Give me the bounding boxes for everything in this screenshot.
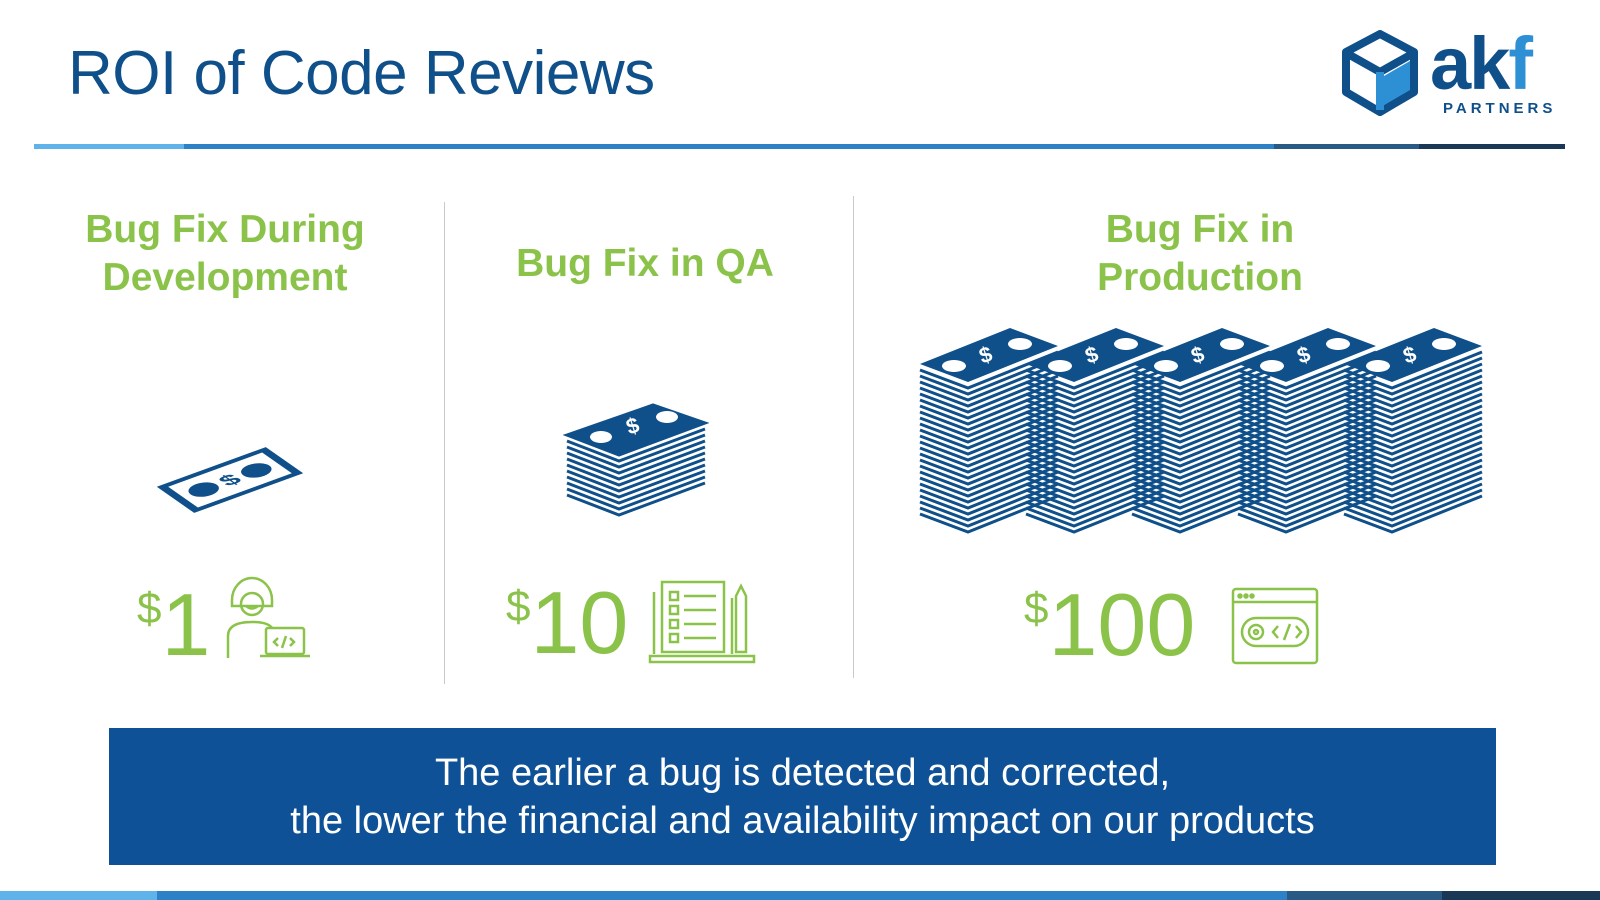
heading-line: Production	[1097, 256, 1303, 299]
bill-stack-icon: $	[563, 403, 709, 517]
title-underline	[34, 144, 1565, 149]
column-heading-qa: Bug Fix in QA	[480, 240, 810, 288]
developer-with-laptop-icon	[226, 576, 310, 658]
price-amount: 100	[1048, 575, 1196, 674]
conclusion-banner: The earlier a bug is detected and correc…	[109, 728, 1496, 865]
price-production: $100	[1024, 580, 1195, 670]
price-development: $1	[137, 580, 210, 670]
price-amount: 10	[530, 573, 629, 672]
price-qa: $10	[506, 578, 628, 668]
akf-logo: akf PARTNERS	[1340, 22, 1570, 120]
single-bill-icon: $	[156, 447, 304, 513]
footer-bar	[0, 891, 1600, 900]
currency-symbol: $	[1024, 584, 1049, 633]
heading-line: Bug Fix During	[85, 208, 365, 251]
test-checklist-icon	[648, 580, 756, 664]
logo-word-main: ak	[1430, 22, 1510, 105]
heading-line: Development	[102, 256, 348, 299]
heading-line: Bug Fix in	[1105, 208, 1295, 251]
cube-logo-icon	[1342, 30, 1418, 116]
currency-symbol: $	[137, 584, 162, 633]
column-heading-development: Bug Fix During Development	[65, 206, 385, 302]
slide-title: ROI of Code Reviews	[68, 39, 655, 108]
currency-symbol: $	[506, 582, 531, 631]
banner-line-1: The earlier a bug is detected and correc…	[434, 751, 1171, 794]
column-divider-1	[444, 202, 445, 684]
column-heading-production: Bug Fix in Production	[1040, 206, 1360, 302]
price-amount: 1	[161, 575, 211, 674]
banner-line-2: the lower the financial and availability…	[290, 799, 1315, 842]
browser-code-icon	[1231, 587, 1319, 665]
logo-wordmark: akf	[1430, 22, 1533, 106]
bill-stacks-icon: $	[918, 326, 1484, 534]
column-divider-2	[853, 196, 854, 678]
logo-subtitle: PARTNERS	[1443, 100, 1557, 117]
heading-line: Bug Fix in QA	[516, 242, 774, 285]
logo-word-accent: f	[1508, 22, 1533, 105]
